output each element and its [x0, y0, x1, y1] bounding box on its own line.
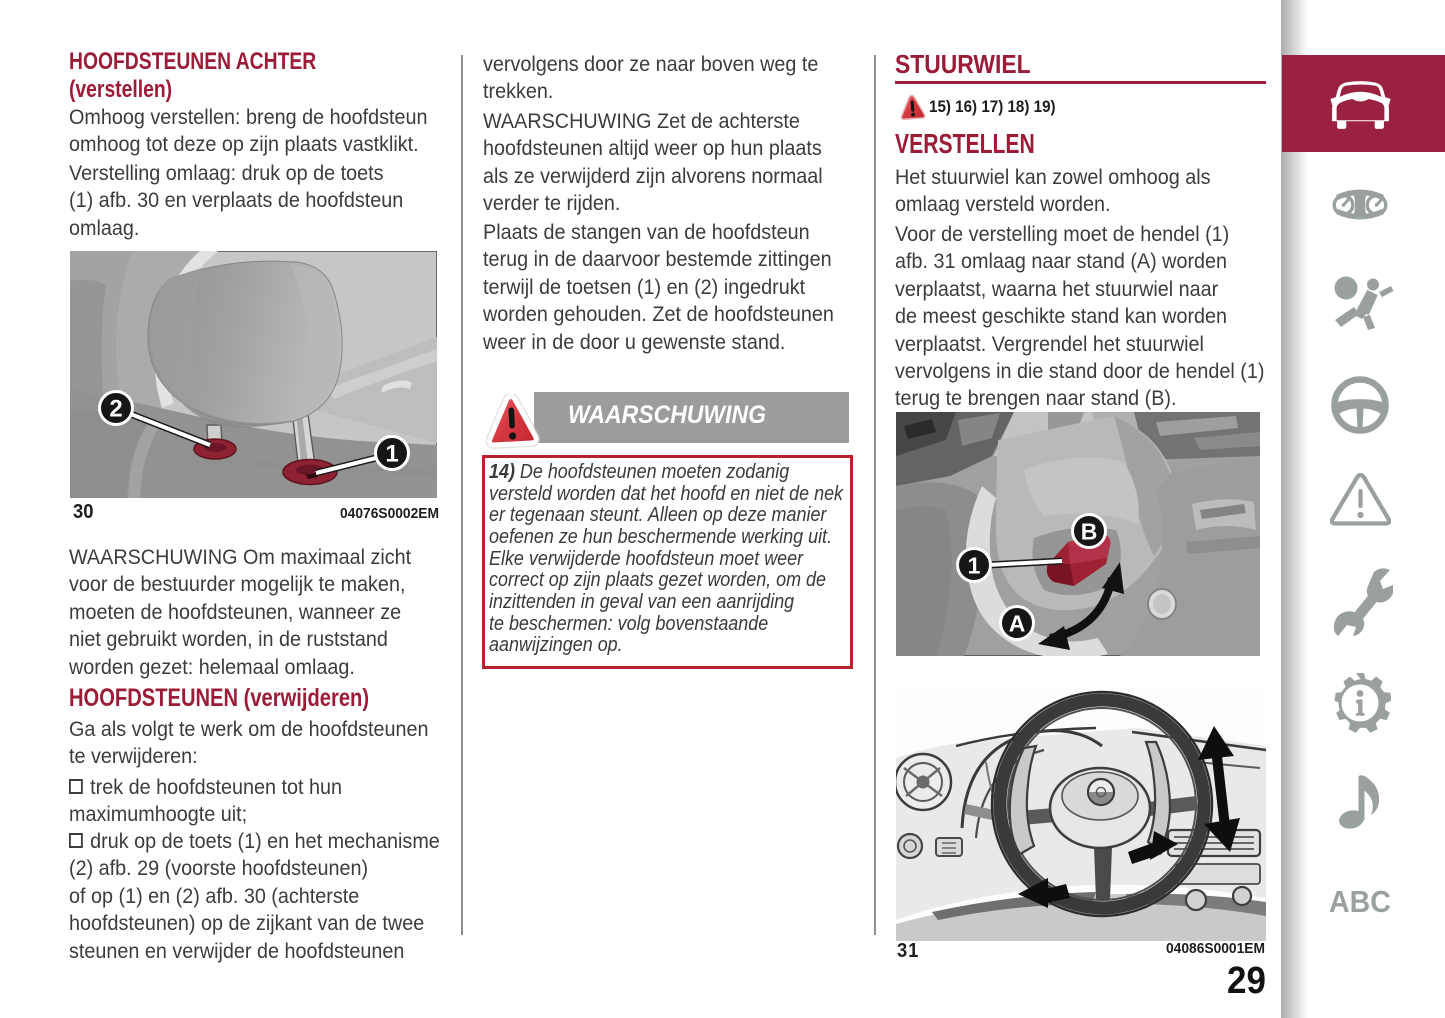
svg-text:1: 1	[968, 553, 981, 579]
svg-text:1: 1	[385, 441, 398, 468]
svg-text:2: 2	[109, 396, 122, 423]
svg-text:A: A	[1009, 611, 1026, 637]
svg-text:B: B	[1081, 519, 1098, 545]
